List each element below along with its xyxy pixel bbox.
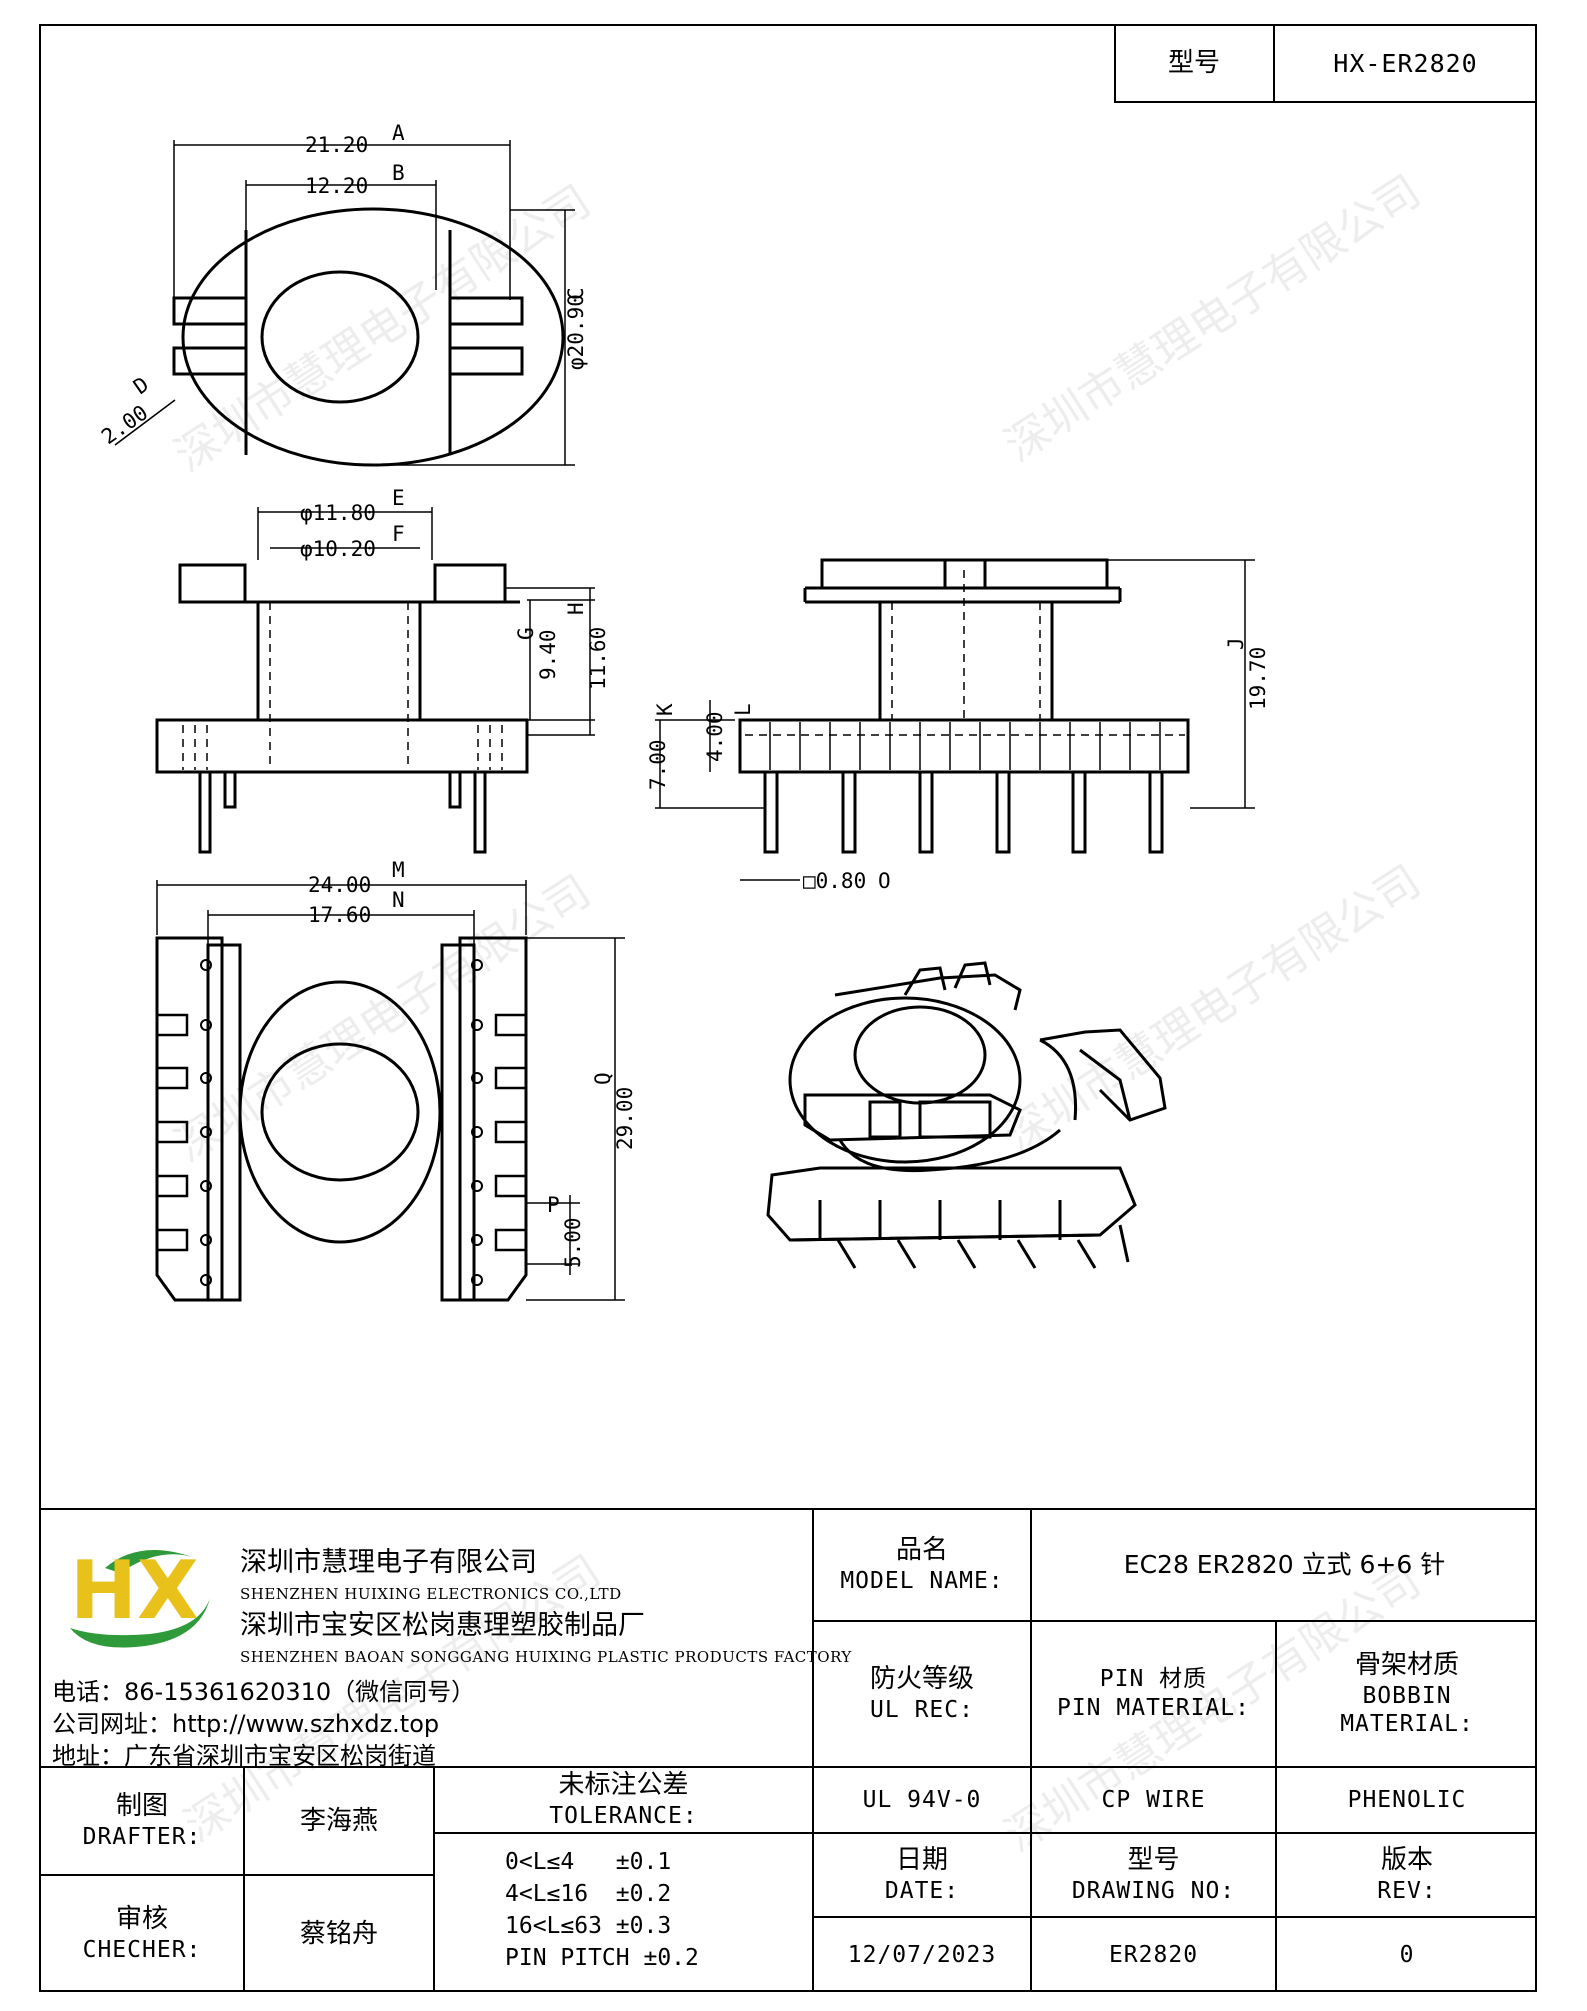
dim-side-flange-ref: L — [731, 703, 755, 716]
ul-rec-label: 防火等级 UL REC: — [869, 1664, 974, 1723]
dim-front-h2-ref: H — [564, 602, 588, 615]
dim-bottom-inner: 17.60 — [308, 903, 371, 927]
tolerance-values: 0<L≤4 ±0.1 4<L≤16 ±0.2 16<L≤63 ±0.3 PIN … — [505, 1846, 805, 1986]
model-header-label: 型号 — [1167, 48, 1220, 79]
drafter-label: 制图 DRAFTER: — [82, 1791, 202, 1850]
ul-rec-value: UL 94V-0 — [862, 1786, 982, 1813]
bobbin-technical-drawing: 21.20 A 12.20 B φ20.90 C 2.00 D φ11.80 E… — [97, 121, 1270, 1302]
dim-bottom-length: 29.00 — [613, 1087, 637, 1150]
dim-bottom-pitch-ref: P — [547, 1193, 560, 1217]
dim-top-slot-ref: D — [129, 372, 153, 399]
date-value: 12/07/2023 — [847, 1941, 997, 1968]
dim-side-flange: 4.00 — [703, 711, 727, 762]
dim-bottom-width-ref: M — [392, 858, 405, 882]
factory-name-zh: 深圳市宝安区松岗惠理塑胶制品厂 — [240, 1610, 645, 1641]
front-view — [155, 507, 595, 854]
dim-side-pin-ref: O — [878, 869, 891, 893]
dim-top-width-ref: A — [392, 121, 405, 145]
drafter-name: 李海燕 — [299, 1805, 378, 1836]
bobbin-material-value: PHENOLIC — [1347, 1786, 1467, 1813]
dim-side-total-ref: J — [1224, 637, 1248, 650]
dim-bottom-width: 24.00 — [308, 873, 371, 897]
dim-top-width: 21.20 — [305, 133, 368, 157]
tolerance-label: 未标注公差 TOLERANCE: — [549, 1770, 698, 1829]
dim-bottom-pitch: 5.00 — [561, 1217, 585, 1268]
company-logo: HX — [50, 1528, 218, 1656]
rev-label: 版本 REV: — [1377, 1845, 1437, 1904]
dim-bottom-length-ref: Q — [591, 1072, 615, 1085]
model-name-value: EC28 ER2820 立式 6+6 针 — [1123, 1550, 1446, 1580]
model-header-box — [1114, 24, 1537, 103]
dim-front-inner: φ10.20 — [300, 537, 376, 561]
top-view — [114, 140, 575, 467]
dim-top-height: φ20.90 — [564, 294, 588, 370]
dim-front-h2: 11.60 — [586, 627, 610, 690]
model-name-label: 品名 MODEL NAME: — [840, 1535, 1004, 1594]
dim-side-total: 19.70 — [1246, 647, 1270, 710]
isometric-view — [766, 961, 1167, 1269]
company-name-zh: 深圳市慧理电子有限公司 — [240, 1547, 537, 1578]
rev-value: 0 — [1399, 1941, 1415, 1968]
dim-side-pin: □0.80 — [803, 869, 866, 893]
dim-front-outer: φ11.80 — [300, 501, 376, 525]
tolerance-line: 4<L≤16 ±0.2 — [505, 1881, 672, 1907]
checker-label: 审核 CHECHER: — [82, 1904, 202, 1963]
pin-material-value: CP WIRE — [1101, 1786, 1206, 1813]
company-name-en: SHENZHEN HUIXING ELECTRONICS CO.,LTD — [240, 1585, 622, 1603]
tolerance-line: PIN PITCH ±0.2 — [505, 1945, 699, 1971]
dim-top-height-ref: C — [564, 287, 588, 300]
dim-front-h1: 9.40 — [536, 629, 560, 680]
dim-side-base-ref: K — [653, 703, 677, 716]
pin-material-label: PIN 材质 PIN MATERIAL: — [1056, 1666, 1250, 1721]
dim-top-inner-ref: B — [392, 161, 405, 185]
date-label: 日期 DATE: — [884, 1845, 960, 1904]
tolerance-line: 0<L≤4 ±0.1 — [505, 1849, 672, 1875]
dim-bottom-inner-ref: N — [392, 888, 405, 912]
dim-top-slot: 2.00 — [97, 400, 152, 449]
side-view — [655, 558, 1255, 881]
company-address: 地址：广东省深圳市宝安区松岗街道 — [52, 1742, 436, 1770]
model-header-value: HX-ER2820 — [1333, 48, 1478, 78]
bobbin-material-label: 骨架材质 BOBBIN MATERIAL: — [1340, 1650, 1474, 1738]
drawing-no-label: 型号 DRAWING NO: — [1071, 1845, 1236, 1904]
factory-name-en: SHENZHEN BAOAN SONGGANG HUIXING PLASTIC … — [240, 1648, 852, 1666]
checker-name: 蔡铭舟 — [299, 1918, 378, 1949]
drawing-no-value: ER2820 — [1108, 1941, 1199, 1968]
logo-letters: HX — [70, 1544, 199, 1637]
tolerance-line: 16<L≤63 ±0.3 — [505, 1913, 672, 1939]
dim-front-h1-ref: G — [514, 627, 538, 640]
drawing-frame — [39, 24, 1537, 1992]
company-phone: 电话：86-15361620310（微信同号） — [52, 1678, 476, 1706]
dim-side-base: 7.00 — [646, 739, 670, 790]
bottom-view — [155, 880, 625, 1302]
dim-front-inner-ref: F — [392, 522, 405, 546]
company-website: 公司网址：http://www.szhxdz.top — [52, 1710, 440, 1738]
dim-top-inner: 12.20 — [305, 174, 368, 198]
dim-front-outer-ref: E — [392, 486, 405, 510]
